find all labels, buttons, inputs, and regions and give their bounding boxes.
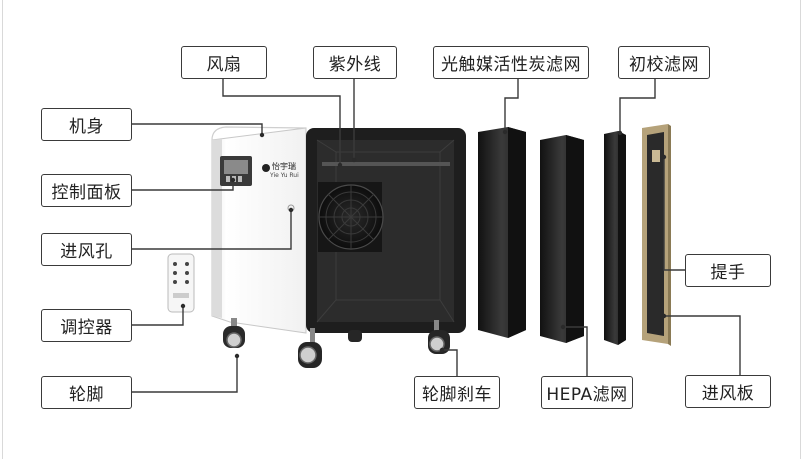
label-remote: 调控器: [41, 309, 132, 342]
remote-control: [167, 253, 195, 313]
leader-lines: [132, 78, 741, 393]
pre-filter: [604, 131, 626, 345]
brand-logo-icon: [262, 164, 270, 172]
left-frame-line: [2, 0, 3, 459]
label-casters: 轮脚: [41, 376, 132, 409]
purifier-body: [211, 126, 466, 334]
label-uv-lamp: 紫外线: [313, 46, 397, 79]
photocatalyst-carbon-filter: [478, 127, 526, 338]
label-handle: 提手: [685, 254, 771, 287]
label-photocatalyst-filter: 光触媒活性炭滤网: [433, 46, 589, 79]
label-intake-panel: 进风板: [685, 375, 771, 408]
caster-wheels: [223, 318, 450, 368]
leader-dots: [180, 129, 667, 359]
hepa-filter: [540, 135, 584, 343]
brand-mark: 怡宇瑞: [272, 162, 296, 171]
right-frame-line: [800, 0, 801, 459]
label-hepa-filter: HEPA滤网: [541, 376, 633, 409]
label-caster-brake: 轮脚刹车: [414, 376, 500, 409]
label-body: 机身: [41, 108, 132, 141]
handle-icon: [652, 150, 660, 162]
label-pre-filter: 初校滤网: [618, 46, 710, 79]
uv-lamp-bar: [322, 162, 450, 166]
label-fan: 风扇: [181, 46, 267, 79]
label-air-inlet: 进风孔: [41, 233, 132, 266]
brand-latin: Yie Yu Rui: [270, 172, 299, 179]
label-control-panel: 控制面板: [41, 174, 132, 207]
intake-panel: [642, 124, 671, 346]
